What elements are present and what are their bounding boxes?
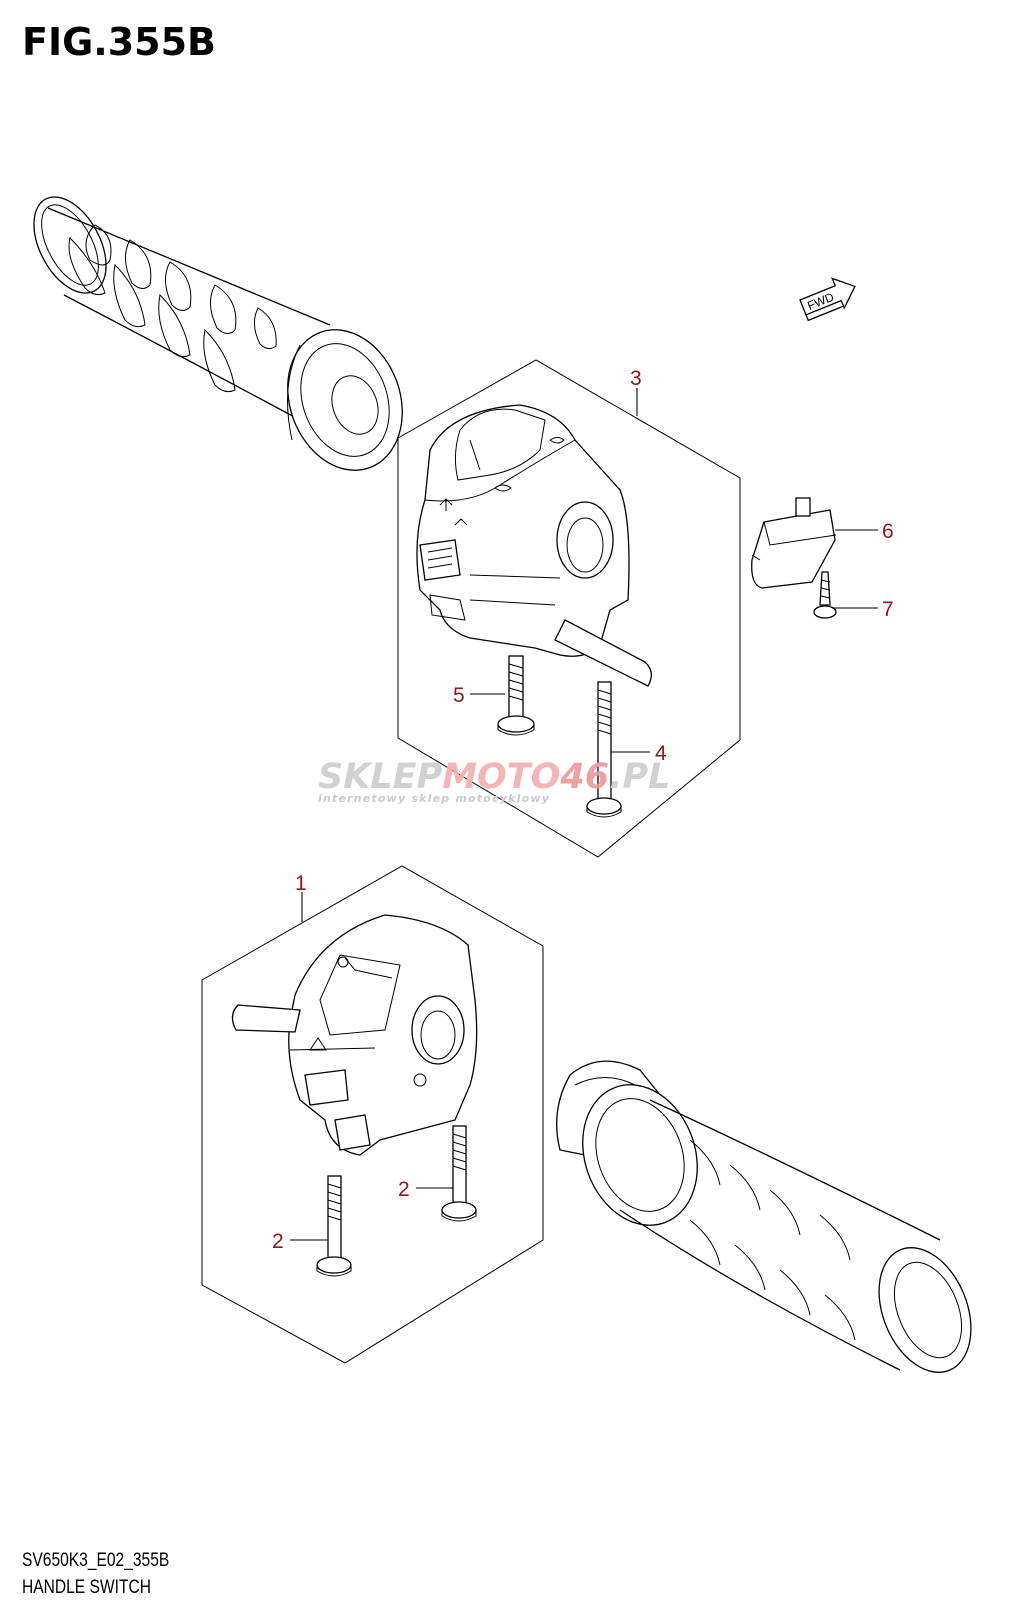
callout-2-left: 2: [272, 1230, 284, 1253]
watermark-tagline: internetowy sklep motocyklowy: [318, 792, 550, 805]
screw-part-2-left: [316, 1175, 352, 1277]
assembly-name: HANDLE SWITCH: [22, 1577, 151, 1598]
forward-direction-marker: FWD: [799, 277, 856, 322]
watermark-text-sklep: SKLEP: [318, 757, 443, 797]
callout-7: 7: [882, 598, 894, 621]
screw-part-5: [497, 655, 535, 736]
callout-1: 1: [295, 872, 307, 895]
callout-2-right: 2: [398, 1178, 410, 1201]
svg-text:SKLEPMOTO46.PL: SKLEPMOTO46.PL: [318, 757, 670, 797]
model-code: SV650K3_E02_355B: [22, 1550, 170, 1571]
watermark-text-moto: MOTO: [442, 757, 560, 797]
screw-part-2-right: [441, 1125, 477, 1222]
right-throttle-grip: [556, 1060, 972, 1373]
screw-part-4: [586, 681, 622, 818]
left-switch-assembly-group-outline: [397, 359, 741, 858]
left-handlebar-grip: [33, 196, 403, 471]
callout-4: 4: [655, 742, 667, 765]
right-handle-switch-housing: [231, 914, 478, 1156]
figure-title: FIG.355B: [22, 20, 217, 64]
watermark: SKLEPMOTO46.PL internetowy sklep motocyk…: [318, 757, 670, 805]
callout-6: 6: [882, 520, 894, 543]
right-switch-assembly-group-outline: [201, 865, 544, 1364]
switch-part-6: [751, 497, 837, 589]
callout-5: 5: [453, 684, 465, 707]
leader-lines: [290, 388, 878, 1241]
watermark-text-46: 46: [559, 757, 609, 797]
callout-3: 3: [630, 367, 642, 390]
watermark-text-pl: .PL: [609, 757, 670, 797]
left-handle-switch-housing: [416, 404, 652, 687]
screw-part-7: [813, 571, 837, 619]
